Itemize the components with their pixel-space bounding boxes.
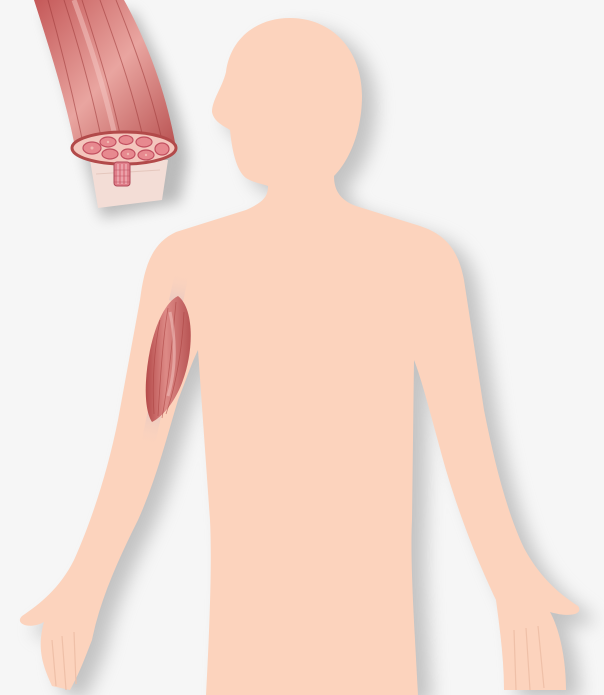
muscle-inset [34, 0, 176, 208]
exposed-fibers [114, 162, 130, 186]
